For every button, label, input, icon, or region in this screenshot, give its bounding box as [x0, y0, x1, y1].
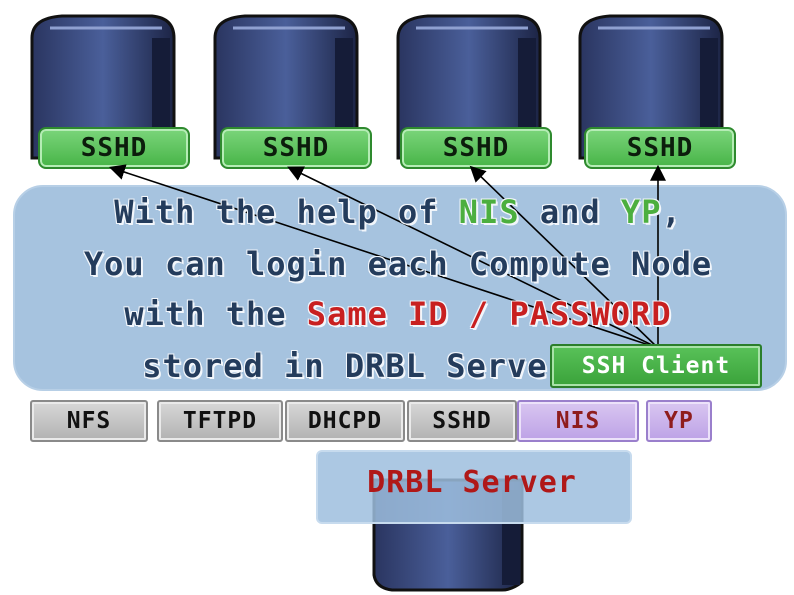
arrow-to-node-2	[287, 166, 659, 349]
note-line-1: With the help of NIS and YP,	[114, 193, 682, 231]
arrow-to-node-1	[108, 164, 659, 349]
service-nis: NIS	[517, 400, 639, 442]
note-line-3: with the Same ID / PASSWORD	[124, 295, 672, 333]
service-dhcpd: DHCPD	[285, 400, 405, 442]
yp-highlight: YP	[620, 193, 662, 231]
note-line-2: You can login each Compute Node	[83, 245, 713, 283]
arrow-to-node-3	[469, 165, 659, 349]
server-icon	[396, 14, 542, 160]
service-sshd: SSHD	[407, 400, 517, 442]
drbl-server-label: DRBL Server	[367, 465, 577, 500]
drbl-server-box	[316, 450, 632, 524]
service-yp: YP	[646, 400, 712, 442]
note-line-4: stored in DRBL Server	[142, 347, 568, 385]
compute-node-sshd-label: SSHD	[400, 127, 552, 169]
compute-node-sshd-label: SSHD	[584, 127, 736, 169]
same-id-password-highlight: Same ID / PASSWORD	[306, 295, 672, 333]
ssh-client-label: SSH Client	[550, 344, 762, 388]
compute-node-sshd-label: SSHD	[220, 127, 372, 169]
service-nfs: NFS	[30, 400, 148, 442]
service-tftpd: TFTPD	[157, 400, 283, 442]
nis-highlight: NIS	[458, 193, 520, 231]
